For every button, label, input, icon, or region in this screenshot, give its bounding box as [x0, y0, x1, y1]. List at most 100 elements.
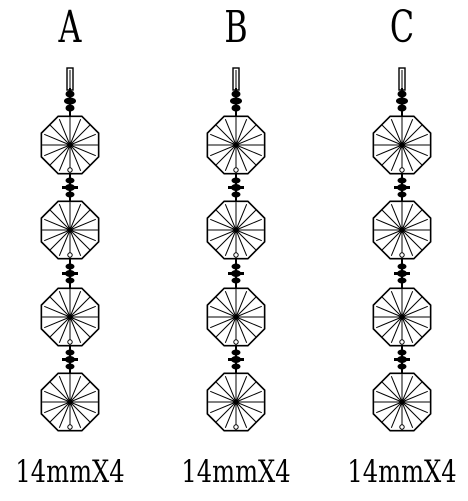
- connector-bar: [228, 186, 244, 189]
- bead-facet-line: [401, 144, 428, 157]
- bead-facet-line: [224, 119, 237, 146]
- bead-facet-line: [401, 305, 428, 318]
- connector-link: [231, 177, 241, 184]
- connector-link: [397, 349, 407, 356]
- bead-hole: [67, 339, 73, 345]
- bead-facet-line: [215, 401, 237, 423]
- connector-bar: [394, 272, 410, 275]
- bead-facet-line: [401, 144, 414, 171]
- bead-center: [233, 314, 239, 320]
- octagon-crystal-bead: [40, 200, 100, 260]
- bead-center: [67, 227, 73, 233]
- strand-b: [206, 67, 266, 432]
- bead-facet-line: [235, 376, 248, 403]
- octagon-crystal-bead: [40, 287, 100, 347]
- bead-center: [233, 227, 239, 233]
- bead-facet-line: [215, 229, 237, 251]
- bead-facet-line: [235, 209, 257, 231]
- bead-facet-line: [224, 376, 237, 403]
- bead-hole: [399, 167, 405, 173]
- bead-facet-line: [69, 229, 82, 256]
- bead-facet-line: [44, 316, 71, 329]
- bead-facet-line: [390, 401, 403, 428]
- bead-facet-line: [69, 316, 91, 338]
- bead-facet-line: [224, 316, 237, 343]
- bead-facet-line: [69, 218, 96, 231]
- bead-facet-line: [401, 204, 414, 231]
- bead-facet-line: [381, 316, 403, 338]
- bead-facet-line: [401, 376, 414, 403]
- bead-facet-line: [58, 376, 71, 403]
- bead-facet-line: [49, 316, 71, 338]
- bead-facet-line: [235, 229, 262, 242]
- bead-facet-line: [376, 144, 403, 157]
- octagon-crystal-bead: [372, 287, 432, 347]
- bead-facet-line: [235, 401, 248, 428]
- bead-facet-line: [235, 390, 262, 403]
- bead-center: [399, 227, 405, 233]
- bead-facet-line: [69, 209, 91, 231]
- bead-facet-line: [381, 144, 403, 166]
- bead-facet-line: [401, 144, 423, 166]
- bead-facet-line: [235, 144, 248, 171]
- connector-link: [397, 191, 407, 198]
- connector-bar: [394, 186, 410, 189]
- bead-facet-line: [401, 133, 428, 146]
- bead-facet-line: [210, 144, 237, 157]
- bead-facet-line: [235, 296, 257, 318]
- bead-facet-line: [401, 119, 414, 146]
- bead-facet-line: [390, 316, 403, 343]
- octagon-crystal-bead: [206, 200, 266, 260]
- bead-hole: [399, 339, 405, 345]
- bead-facet-line: [69, 124, 91, 146]
- connector-link: [65, 277, 75, 284]
- bead-facet-line: [210, 316, 237, 329]
- bead-facet-line: [210, 133, 237, 146]
- bead-facet-line: [49, 209, 71, 231]
- bead-center: [399, 142, 405, 148]
- bead-facet-line: [235, 144, 257, 166]
- bead-facet-line: [215, 124, 237, 146]
- bead-facet-line: [235, 291, 248, 318]
- octagon-crystal-bead: [372, 115, 432, 175]
- bead-facet-line: [69, 381, 91, 403]
- strand-c-label: C: [389, 2, 415, 53]
- bead-facet-line: [381, 124, 403, 146]
- octagon-crystal-bead: [206, 372, 266, 432]
- bead-hole: [67, 424, 73, 430]
- bead-facet-line: [215, 316, 237, 338]
- bead-facet-line: [69, 296, 91, 318]
- strand-b-caption: 14mmX4: [181, 454, 291, 490]
- bead-facet-line: [235, 133, 262, 146]
- bead-facet-line: [376, 133, 403, 146]
- bead-facet-line: [58, 316, 71, 343]
- bead-facet-line: [49, 381, 71, 403]
- octagon-crystal-bead: [40, 115, 100, 175]
- bead-center: [399, 399, 405, 405]
- bead-facet-line: [401, 229, 423, 251]
- bead-facet-line: [390, 291, 403, 318]
- bead-facet-line: [401, 296, 423, 318]
- bead-facet-line: [235, 316, 257, 338]
- bead-center: [233, 142, 239, 148]
- strand-a-label: A: [58, 2, 82, 53]
- bead-facet-line: [401, 401, 428, 414]
- bead-facet-line: [69, 316, 82, 343]
- bead-facet-line: [390, 376, 403, 403]
- bead-facet-line: [215, 381, 237, 403]
- bead-facet-line: [69, 401, 82, 428]
- bead-facet-line: [58, 401, 71, 428]
- bead-facet-line: [401, 209, 423, 231]
- bead-facet-line: [215, 144, 237, 166]
- bead-hole: [233, 252, 239, 258]
- bead-facet-line: [58, 119, 71, 146]
- bead-facet-line: [235, 229, 257, 251]
- strand-b-label: B: [224, 2, 248, 53]
- octagon-crystal-bead: [40, 372, 100, 432]
- bead-facet-line: [401, 401, 423, 423]
- bead-facet-line: [69, 291, 82, 318]
- connector-link: [397, 363, 407, 370]
- connector-bar: [62, 272, 78, 275]
- bead-facet-line: [210, 305, 237, 318]
